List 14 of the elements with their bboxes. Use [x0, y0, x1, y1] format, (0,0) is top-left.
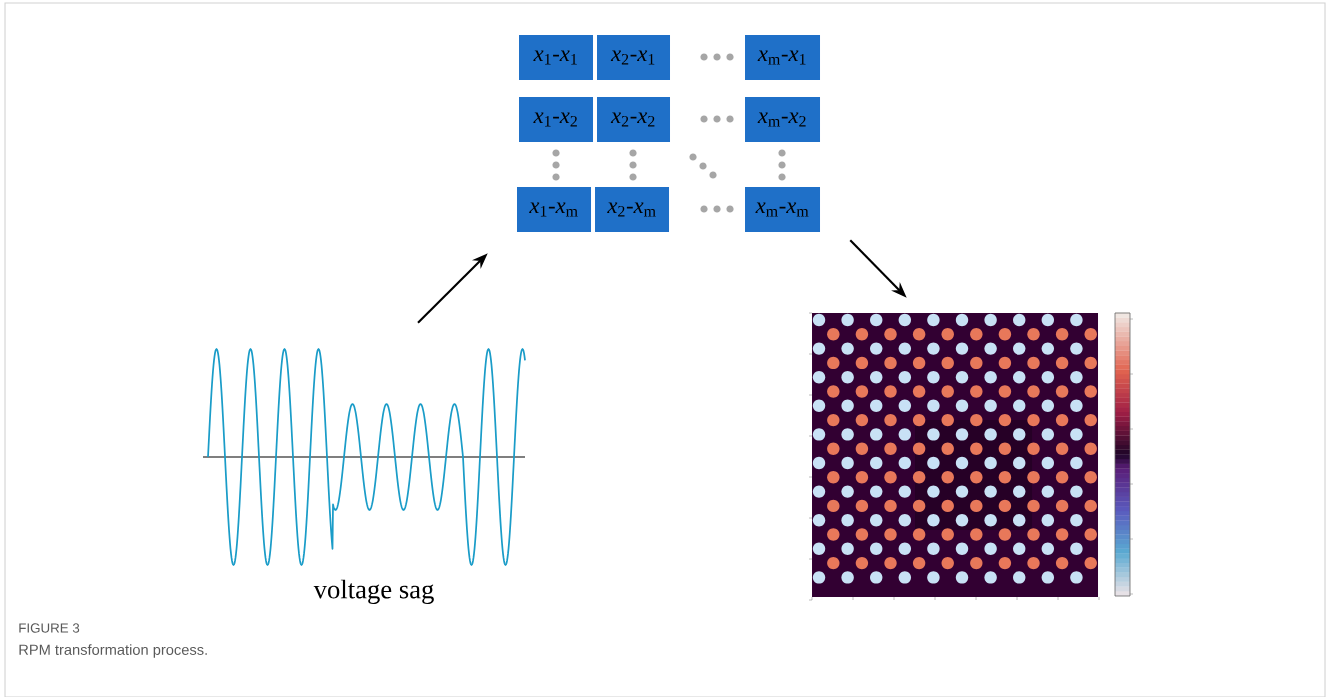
- matrix-cell: x$_{m}$-x$_{2}$: [745, 97, 820, 142]
- matrix-cell: x$_{1}$-x$_{2}$: [519, 97, 593, 142]
- matrix-cell: x$_{m}$-x$_{m}$: [745, 187, 820, 232]
- matrix-cell: x$_{2}$-x$_{2}$: [597, 97, 670, 142]
- caption: RPM transformation process.: [19, 644, 207, 658]
- recurrence-plot-drawing: [808, 312, 1100, 601]
- figure-number: FIGURE 3: [19, 623, 80, 633]
- waveform-drawing: [202, 348, 526, 566]
- matrix-cell: x$_{2}$-x$_{m}$: [595, 187, 669, 232]
- matrix-cell: x$_{1}$-x$_{1}$: [519, 35, 593, 80]
- matrix-cell: x$_{1}$-x$_{m}$: [517, 187, 591, 232]
- signal-label: voltage sag: [313, 579, 434, 604]
- matrix-cell: x$_{m}$-x$_{1}$: [745, 35, 820, 80]
- matrix-cell: x$_{2}$-x$_{1}$: [597, 35, 670, 80]
